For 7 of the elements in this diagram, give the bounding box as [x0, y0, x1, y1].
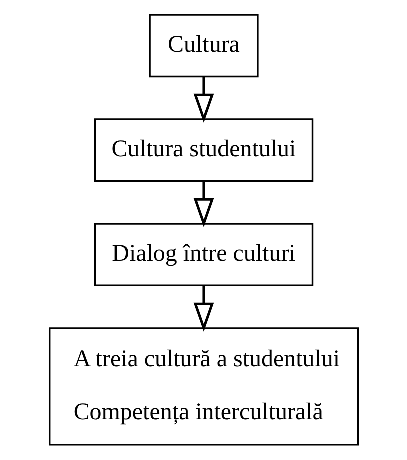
arrow: [193, 181, 214, 228]
node-box: A treia cultură a studentului Competența interculturală: [48, 328, 358, 446]
node-box: Dialog între culturi: [94, 223, 314, 287]
node-box: Cultura: [148, 14, 258, 78]
arrow: [193, 76, 214, 124]
arrow: [193, 286, 214, 332]
node-box: Cultura studentului: [94, 118, 314, 182]
